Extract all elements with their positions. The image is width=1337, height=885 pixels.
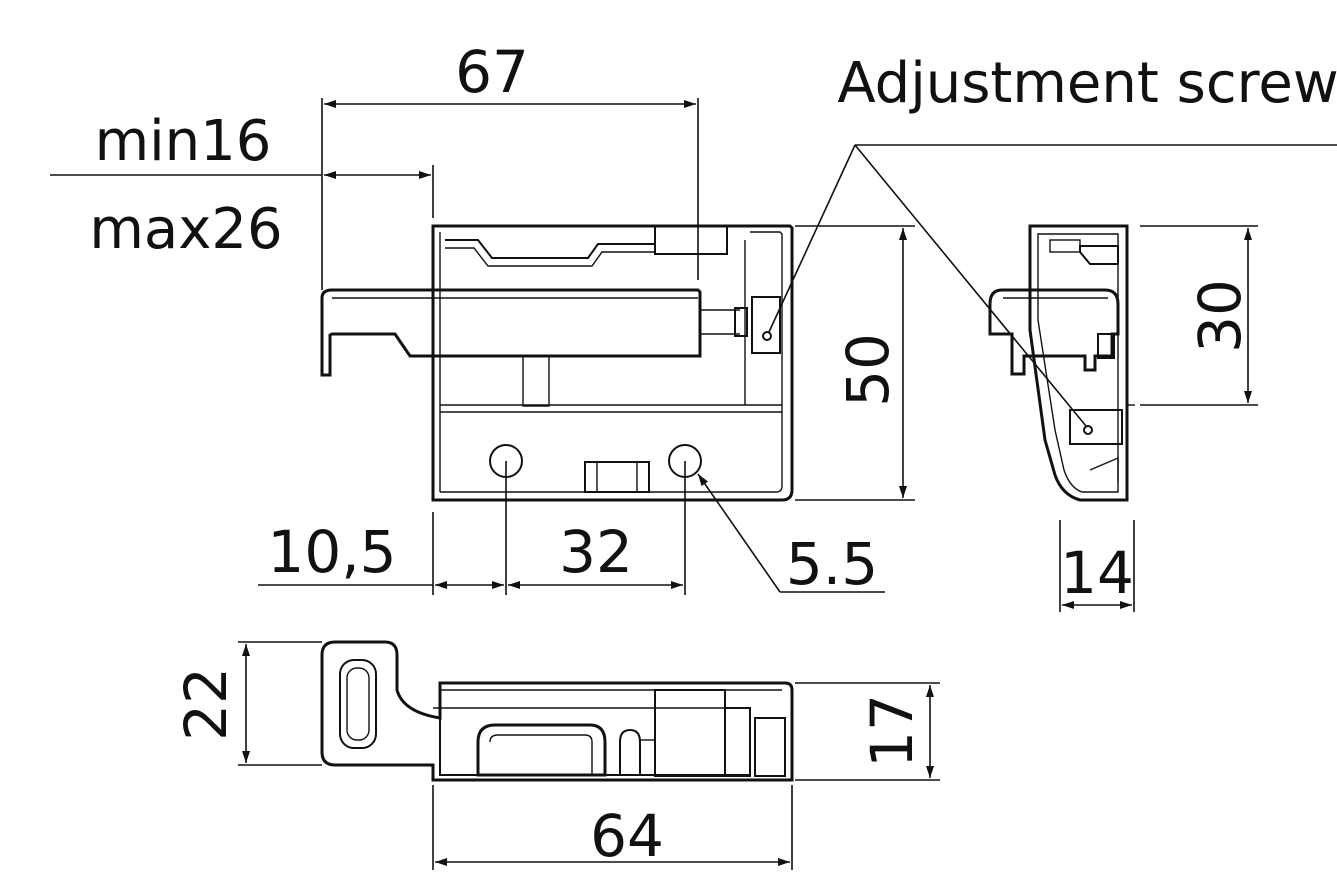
bottom-view bbox=[320, 640, 794, 782]
dim-max-label: max26 bbox=[89, 197, 282, 262]
dim-5-5-label: 5.5 bbox=[786, 530, 878, 598]
dim-10-5-label: 10,5 bbox=[267, 518, 396, 586]
dim-14-label: 14 bbox=[1060, 539, 1134, 607]
dim-30-label: 30 bbox=[1186, 279, 1254, 353]
dim-32-label: 32 bbox=[559, 518, 633, 586]
dim-64-label: 64 bbox=[590, 802, 664, 870]
dim-67-label: 67 bbox=[455, 38, 529, 106]
dimension-labels: 67 min16 max26 Adjustment screw 50 30 10… bbox=[89, 38, 1337, 870]
adjustment-screw-label: Adjustment screw bbox=[837, 51, 1337, 116]
dimension-lines bbox=[50, 98, 1337, 870]
dim-min-label: min16 bbox=[95, 109, 272, 174]
dim-17-label: 17 bbox=[858, 694, 926, 768]
dim-50-label: 50 bbox=[834, 333, 902, 407]
side-view bbox=[988, 224, 1135, 502]
front-view bbox=[320, 224, 794, 502]
dim-22-label: 22 bbox=[172, 667, 240, 741]
